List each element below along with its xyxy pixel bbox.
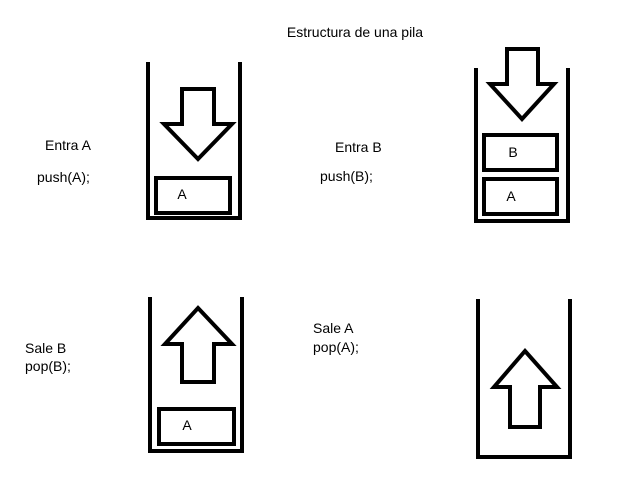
panel-code: pop(A); [313,339,359,355]
down-arrow-icon [485,47,559,122]
down-arrow-icon [159,87,237,162]
stack-element-label: B [508,144,517,160]
panel-caption: Entra B [335,139,382,155]
stack-element-box [482,133,559,172]
stack-container [476,299,572,459]
panel-push-a: A Entra A push(A); [37,62,242,220]
panel-caption: Sale B [25,340,66,356]
panel-caption: Entra A [45,137,92,153]
stack-element-label: A [182,417,192,433]
panel-code: push(B); [320,168,373,184]
panel-code: push(A); [37,169,90,185]
panel-push-b: B A Entra B push(B); [320,47,570,223]
stack-element-box [157,407,236,446]
diagram-title: Estructura de una pila [287,24,423,40]
stack-element-box [482,177,559,216]
panel-pop-b: A Sale B pop(B); [25,297,244,453]
stack-container [146,62,242,220]
stack-container [148,297,244,453]
stack-element-label: A [177,186,187,202]
stack-element-label: A [506,188,516,204]
stack-container [474,68,570,223]
stack-element-box [154,176,232,215]
up-arrow-icon [489,347,562,429]
panel-pop-a: Sale A pop(A); [313,299,572,459]
panel-caption: Sale A [313,320,354,336]
up-arrow-icon [160,305,237,384]
panel-code: pop(B); [25,358,71,374]
